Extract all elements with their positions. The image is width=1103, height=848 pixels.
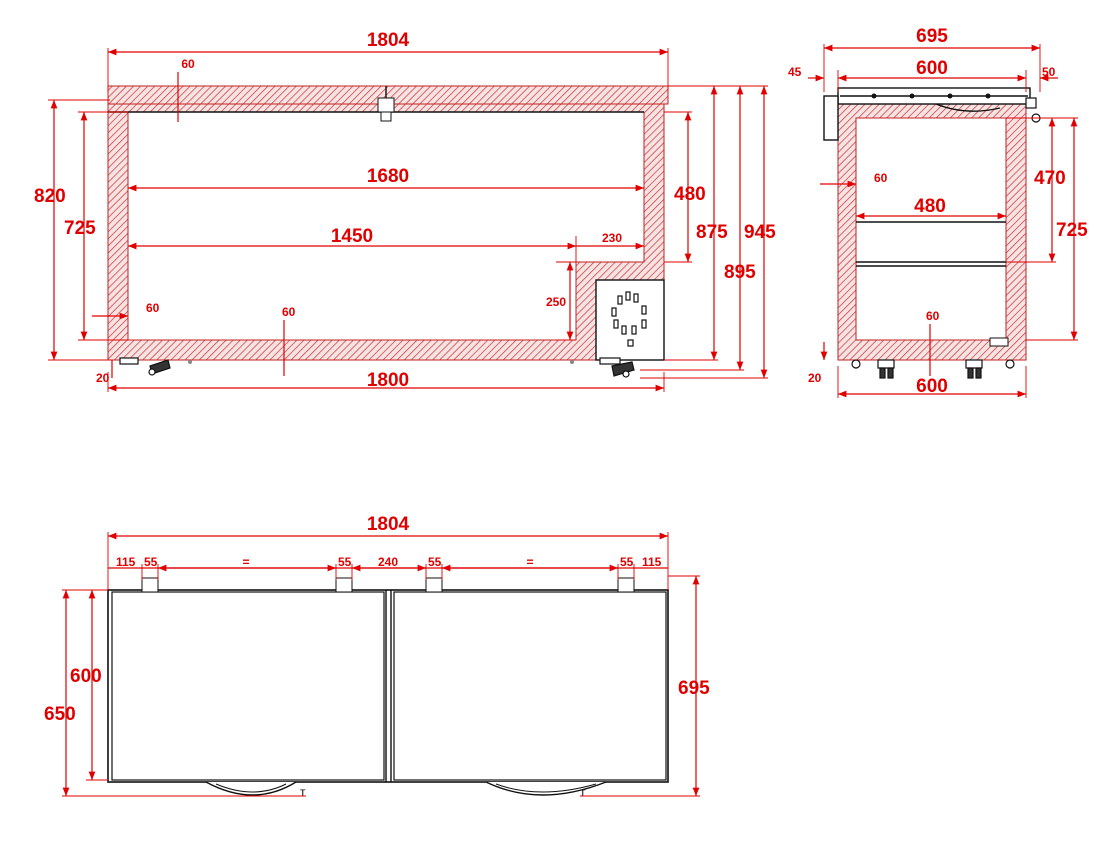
label-top-total-width: 1804	[367, 514, 410, 535]
label-step-inner-height: 480	[674, 184, 706, 205]
label-base-depth: 600	[916, 376, 948, 397]
front-section-walls	[107, 85, 669, 361]
label-side-wall: 60	[874, 171, 888, 185]
label-cabinet-depth: 695	[678, 678, 710, 699]
label-step-height: 250	[546, 295, 566, 309]
front-castor-right-icon	[599, 357, 635, 378]
top-view: ᴛ ᴛ 1804 115 55 = 55 240 55 = 55	[44, 514, 710, 799]
svg-text:ᴛ: ᴛ	[580, 785, 586, 799]
label-side-inner-height: 725	[1056, 220, 1088, 241]
label-side-wall-bottom: 60	[926, 309, 940, 323]
compressor-vent-icon	[611, 291, 647, 347]
label-inner-depth: 480	[914, 196, 946, 217]
label-hinge-2: 55	[338, 555, 352, 569]
label-height-a: 875	[696, 222, 728, 243]
label-compartment-width: 1450	[331, 226, 373, 247]
label-foot: 20	[96, 371, 110, 385]
label-equal-1: =	[242, 555, 249, 569]
label-step-width: 230	[602, 231, 622, 245]
label-center-gap: 240	[378, 555, 398, 569]
top-cabinet-outline	[107, 589, 669, 783]
top-hinge-3	[425, 577, 443, 593]
top-handle-right-icon	[485, 781, 607, 796]
label-inner-width: 1680	[367, 166, 409, 187]
label-hinge-4: 55	[620, 555, 634, 569]
front-view: 1804 60 1680 1450 230 820 725 480 875 89…	[34, 30, 776, 392]
label-front-overhang: 50	[1042, 65, 1056, 79]
label-equal-2: =	[526, 555, 533, 569]
svg-text:ᴛ: ᴛ	[300, 785, 306, 799]
label-wall-left: 60	[146, 301, 160, 315]
label-lid-depth: 695	[916, 26, 948, 47]
label-height-b: 895	[724, 262, 756, 283]
label-side-foot: 20	[808, 371, 822, 385]
top-hinge-2	[335, 577, 353, 593]
label-right-margin: 115	[642, 555, 662, 569]
front-hinge	[377, 97, 395, 113]
top-lid-right	[393, 591, 667, 781]
label-wall-bottom: 60	[282, 305, 296, 319]
top-handle-left-icon	[205, 781, 297, 796]
front-castor-left-icon	[119, 357, 171, 376]
label-height-c: 945	[744, 222, 776, 243]
side-rear-bracket	[823, 95, 839, 141]
label-inner-height: 725	[64, 218, 96, 239]
label-basket-height: 470	[1034, 168, 1066, 189]
label-lid-gap: 60	[181, 57, 195, 71]
side-castor-right-icon	[965, 359, 1015, 379]
label-hinge-1: 55	[144, 555, 158, 569]
label-lid-depth-outer: 650	[44, 704, 76, 725]
label-rear-overhang: 45	[788, 65, 802, 79]
side-view: 695 600 45 50 60 480 470 725 60 20 600	[788, 26, 1088, 398]
label-total-width: 1804	[367, 30, 410, 51]
top-lid-left	[111, 591, 385, 781]
top-hinge-4	[617, 577, 635, 593]
side-castor-left-icon	[851, 359, 895, 379]
label-top-depth: 600	[916, 58, 948, 79]
label-outer-height: 820	[34, 186, 66, 207]
label-lid-depth-inner: 600	[70, 666, 102, 687]
label-hinge-3: 55	[428, 555, 442, 569]
label-left-margin: 115	[116, 555, 136, 569]
front-hinge-pin	[380, 111, 392, 122]
label-base-width: 1800	[367, 370, 409, 391]
top-hinge-1	[141, 577, 159, 593]
